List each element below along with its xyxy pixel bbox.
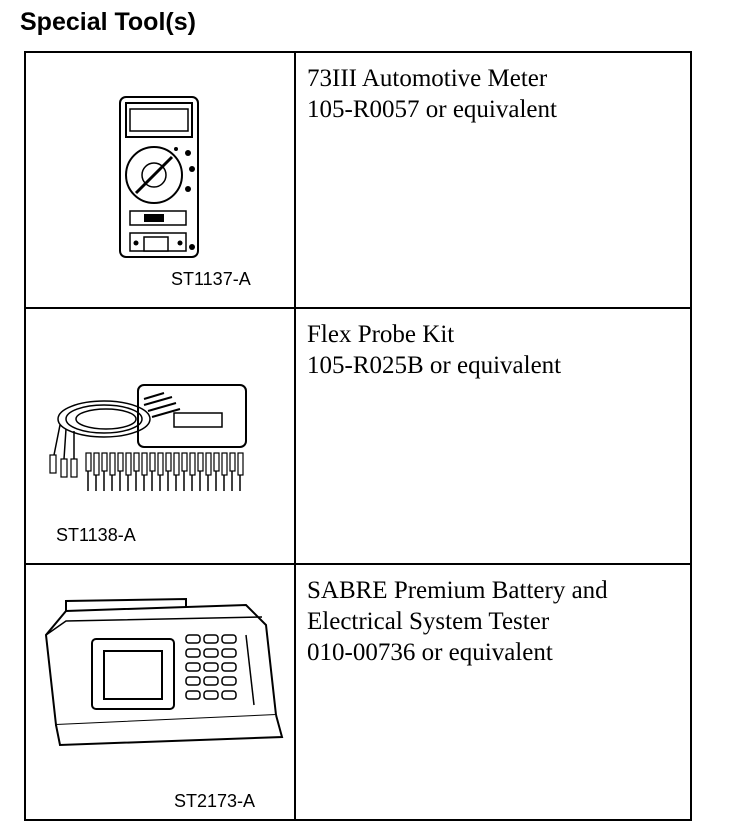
tool-image-cell: ST2173-A (24, 563, 296, 821)
tool-name: 73III Automotive Meter (307, 65, 548, 92)
tool-part-number: 105-R0057 or equivalent (307, 96, 557, 123)
multimeter-icon (119, 96, 199, 258)
tool-image-cell: ST1138-A (24, 307, 296, 565)
tool-name: SABRE Premium Battery and (307, 577, 608, 604)
table-row: ST1137-A 73III Automotive Meter 105-R005… (24, 51, 692, 309)
flex-probe-kit-icon (49, 384, 247, 491)
tool-code: ST1138-A (56, 525, 136, 545)
table-row: ST1138-A Flex Probe Kit 105-R025B or equ… (24, 307, 692, 565)
tool-part-number: 010-00736 or equivalent (307, 639, 553, 666)
tool-code: ST2173-A (174, 791, 256, 811)
table-row: ST2173-A SABRE Premium Battery and Elect… (24, 563, 692, 821)
tool-name-continued: Electrical System Tester (307, 608, 550, 635)
tool-description: Flex Probe Kit 105-R025B or equivalent (294, 307, 692, 565)
special-tools-table: ST1137-A 73III Automotive Meter 105-R005… (24, 51, 692, 821)
tool-description: SABRE Premium Battery and Electrical Sys… (294, 563, 692, 821)
page-title: Special Tool(s) (20, 8, 196, 36)
tool-name: Flex Probe Kit (307, 321, 455, 348)
tool-description: 73III Automotive Meter 105-R0057 or equi… (294, 51, 692, 309)
tool-part-number: 105-R025B or equivalent (307, 352, 562, 379)
tool-code: ST1137-A (171, 269, 251, 289)
battery-tester-icon (44, 597, 284, 747)
tool-image-cell: ST1137-A (24, 51, 296, 309)
